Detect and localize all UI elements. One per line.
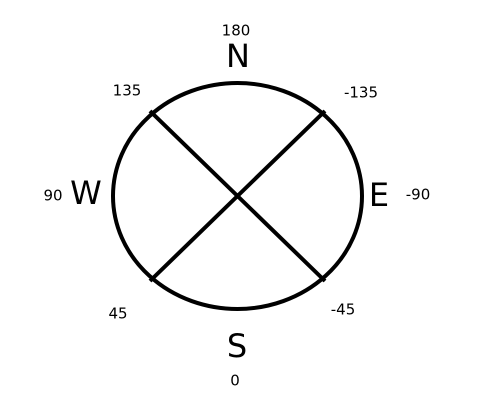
north-label: N (226, 37, 250, 75)
north-angle-label: 180 (221, 21, 251, 40)
diagonal-line-ne-sw (148, 109, 327, 283)
west-angle-label: 90 (43, 186, 63, 205)
compass-circle (111, 81, 364, 311)
northeast-angle-label: -135 (343, 83, 379, 102)
east-label: E (368, 176, 390, 214)
southwest-angle-label: 45 (108, 304, 128, 323)
northwest-angle-label: 135 (112, 81, 142, 100)
east-angle-label: -90 (405, 185, 431, 204)
southeast-angle-label: -45 (330, 300, 356, 319)
south-angle-label: 0 (230, 371, 240, 390)
south-label: S (226, 327, 248, 365)
west-label: W (70, 174, 102, 212)
